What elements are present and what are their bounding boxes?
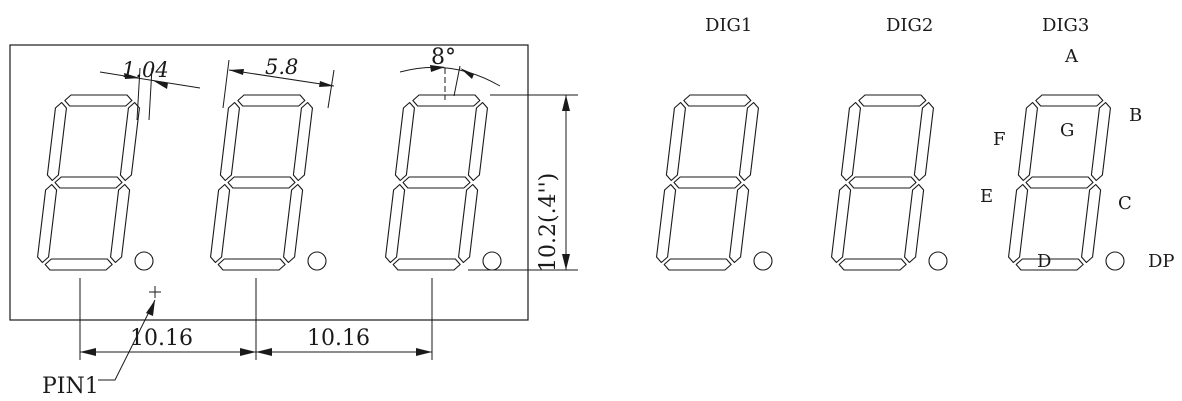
digit-3-segment-a xyxy=(1035,94,1104,107)
digit-1-segment-c xyxy=(729,183,750,264)
digit-2-segment-b xyxy=(913,101,934,182)
digit-2-segment-f xyxy=(219,101,240,182)
pin1-marker: PIN1 xyxy=(42,286,161,399)
digit-2-decimal-point xyxy=(307,251,327,271)
digit-2-segment-c xyxy=(283,183,304,264)
segment-label-d: D xyxy=(1037,251,1051,272)
dim-pitch-1-text: 10.16 xyxy=(130,326,193,351)
digit-3-segment-c xyxy=(1081,183,1102,264)
pin1-label: PIN1 xyxy=(42,374,99,399)
digit-1-segment-f xyxy=(46,101,67,182)
digit-2-segment-a xyxy=(858,94,927,107)
digit-1-segment-d xyxy=(663,258,732,271)
digit-1-segment-a xyxy=(64,94,133,107)
digit-2-segment-c xyxy=(904,183,925,264)
digit-2-segment-d xyxy=(838,258,907,271)
left-digit-group xyxy=(37,94,502,271)
digit-2-segment-e xyxy=(210,183,231,264)
right-digit-group xyxy=(656,94,1125,271)
dim-digit-height: 10.2(.4'') xyxy=(468,94,578,272)
dim-segment-width-text: 1.04 xyxy=(122,58,169,82)
digit-3-decimal-point xyxy=(482,251,502,271)
digit-2-segment-f xyxy=(840,101,861,182)
digit-3-segment-e xyxy=(385,183,406,264)
package-outline xyxy=(9,44,529,321)
digit-3-decimal-point xyxy=(1105,251,1125,271)
segment-label-f: F xyxy=(993,129,1006,150)
digit-3-segment-e xyxy=(1008,183,1029,264)
digit-label-dig3: DIG3 xyxy=(1042,15,1089,36)
digit-1-segment-f xyxy=(665,101,686,182)
digit-3-segment-b xyxy=(1090,101,1111,182)
segment-label-a: A xyxy=(1064,46,1079,67)
digit-1-segment-e xyxy=(37,183,58,264)
digit-2-segment-d xyxy=(217,258,286,271)
digit-2-decimal-point xyxy=(928,251,948,271)
digit-2-segment-e xyxy=(831,183,852,264)
segment-label-b: B xyxy=(1129,105,1142,126)
digit-2-segment-g xyxy=(227,176,296,189)
segment-label-drawing: DIG1 DIG2 DIG3 A B C D E F G DP xyxy=(656,15,1175,272)
digit-1-decimal-point xyxy=(753,251,773,271)
digit-3-segment-g xyxy=(402,176,471,189)
digit-3-segment-d xyxy=(392,258,461,271)
dim-digit-width: 5.8 xyxy=(222,55,335,109)
dim-slant-angle-text: 8° xyxy=(431,45,456,70)
digit-3-segment-f xyxy=(394,101,415,182)
digit-1-decimal-point xyxy=(134,251,154,271)
digit-2-segment-g xyxy=(848,176,917,189)
digit-2-segment-b xyxy=(292,101,313,182)
digit-label-dig2: DIG2 xyxy=(886,15,933,36)
digit-3-segment-d xyxy=(1015,258,1084,271)
dim-slant-angle: 8° xyxy=(399,45,501,100)
segment-label-g: G xyxy=(1060,120,1074,141)
digit-3-segment-a xyxy=(412,94,481,107)
digit-3-segment-g xyxy=(1025,176,1094,189)
digit-3-segment-b xyxy=(467,101,488,182)
digit-1-segment-g xyxy=(673,176,742,189)
digit-1-segment-b xyxy=(119,101,140,182)
dim-pitch: 10.16 10.16 xyxy=(79,278,433,360)
digit-1-segment-d xyxy=(44,258,113,271)
dim-digit-width-text: 5.8 xyxy=(265,55,298,79)
segment-label-c: C xyxy=(1118,193,1132,214)
dim-segment-width: 1.04 xyxy=(99,58,201,121)
digit-3-segment-c xyxy=(458,183,479,264)
digit-1-segment-g xyxy=(54,176,123,189)
digit-2-segment-a xyxy=(237,94,306,107)
digit-1-segment-e xyxy=(656,183,677,264)
segment-label-dp: DP xyxy=(1148,251,1175,272)
dim-digit-height-text: 10.2(.4'') xyxy=(536,173,561,272)
digit-1-segment-c xyxy=(110,183,131,264)
digit-3-segment-f xyxy=(1017,101,1038,182)
digit-1-segment-b xyxy=(738,101,759,182)
digit-1-segment-a xyxy=(683,94,752,107)
segment-label-e: E xyxy=(980,186,993,207)
dim-pitch-2-text: 10.16 xyxy=(307,326,370,351)
package-outline-drawing: 1.04 5.8 8° 10.2(.4'') xyxy=(9,44,578,399)
digit-label-dig1: DIG1 xyxy=(705,15,752,36)
